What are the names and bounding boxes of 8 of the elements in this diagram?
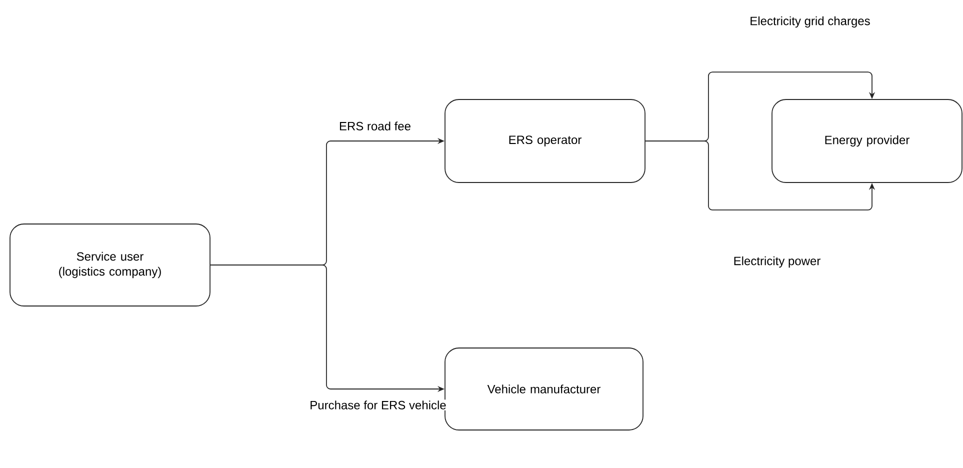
edge-label: Electricity power xyxy=(732,255,822,269)
edge-label: ERS road fee xyxy=(338,120,412,132)
process-box: Energy provider xyxy=(772,99,962,183)
process-box: ERS operator xyxy=(444,99,646,183)
edge-label: Electricity grid charges xyxy=(748,15,872,29)
process-box: Vehicle manufacturer xyxy=(444,348,644,430)
edge-label: Purchase for ERS vehicle xyxy=(308,400,448,410)
process-box: Service user (logistics company) xyxy=(10,224,210,306)
